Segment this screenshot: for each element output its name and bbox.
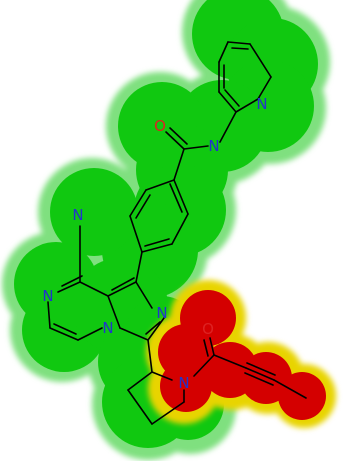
atom-n-pyridine: N: [256, 95, 267, 113]
favorable-contribution-region: [2, 0, 330, 460]
atom-labels: N O N N N N N O N: [42, 95, 267, 392]
atom-n-pyrrolidine: N: [178, 374, 189, 392]
unfavorable-contribution-region: [146, 280, 336, 428]
atom-n-pyrazine: N: [42, 287, 53, 305]
atom-o-amide: O: [154, 117, 166, 135]
atom-n-amino: N: [72, 206, 83, 224]
atom-n-amide: N: [208, 137, 219, 155]
bond-skeleton: [47, 41, 307, 425]
atom-o-acyl: O: [202, 320, 214, 338]
atom-n-bridgehead: N: [102, 319, 113, 337]
atom-n-imidazole: N: [156, 304, 167, 322]
